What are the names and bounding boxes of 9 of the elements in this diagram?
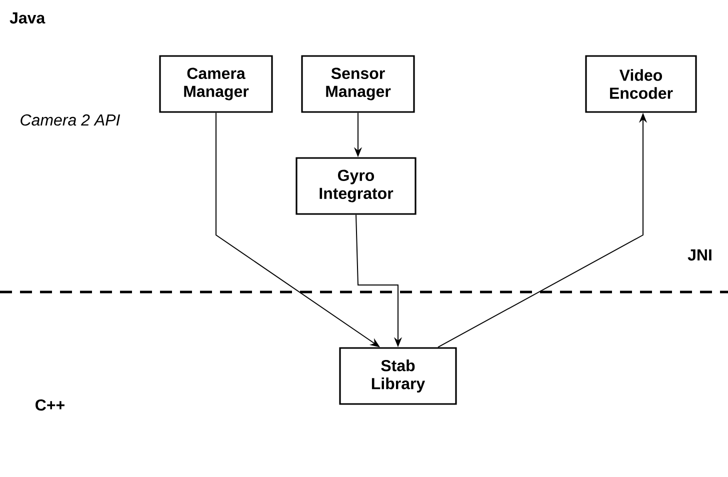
process-box: Stab Library xyxy=(339,347,457,405)
process-box: Sensor Manager xyxy=(301,55,415,113)
layer-label: C++ xyxy=(36,399,64,411)
layer-label: JNI xyxy=(688,249,712,261)
process-box: Camera Manager xyxy=(159,55,273,113)
process-box: Gyro Integrator xyxy=(296,157,416,215)
layer-label: Java xyxy=(10,12,46,24)
note-text: Camera 2 API xyxy=(20,114,120,126)
process-box: Video Encoder xyxy=(585,55,697,113)
